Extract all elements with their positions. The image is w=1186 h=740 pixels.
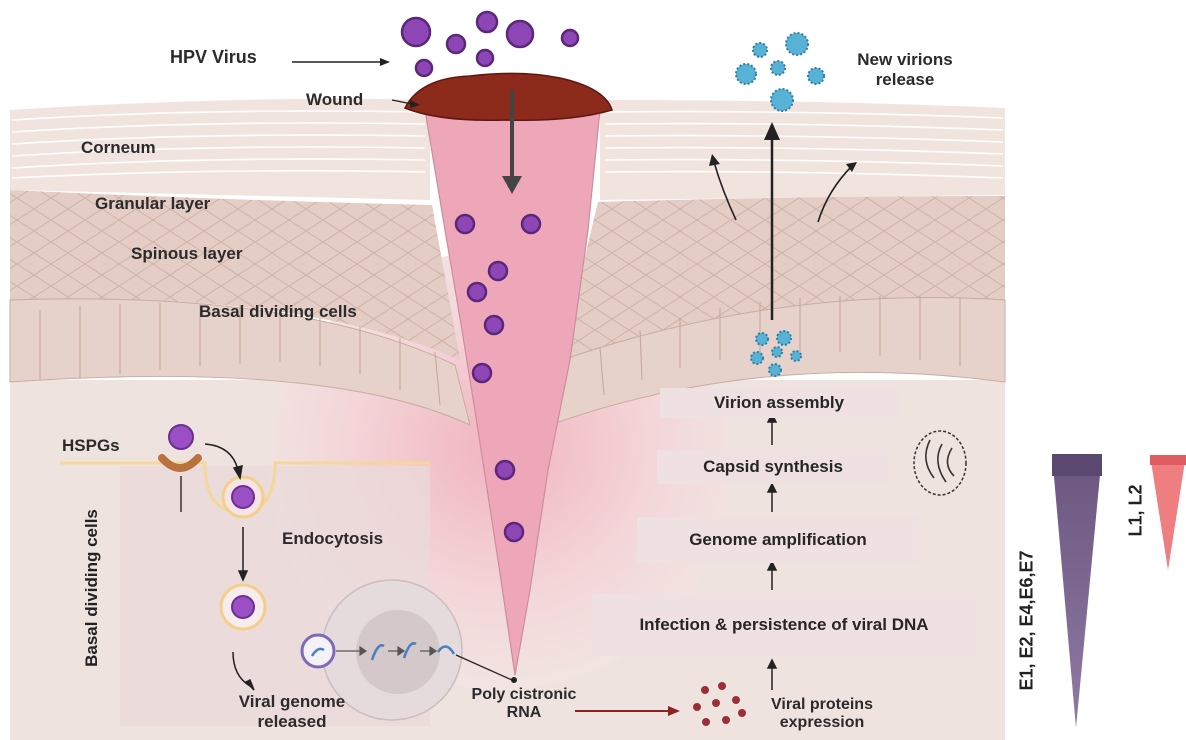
early-gene-cap (1052, 454, 1102, 476)
spinous-layer-label: Spinous layer (131, 244, 242, 264)
wound-label: Wound (306, 90, 363, 110)
hpv-virus-label: HPV Virus (170, 47, 257, 68)
uncoating-vesicle (302, 635, 334, 667)
late-gene-triangle (1150, 455, 1186, 570)
incoming-virus-cluster (402, 12, 578, 76)
basal-dividing-cells-label: Basal dividing cells (199, 302, 357, 322)
hspgs-label: HSPGs (62, 436, 120, 456)
step-genome-amplification: Genome amplification (637, 517, 919, 563)
poly-cistronic-rna-label: Poly cistronic RNA (464, 686, 584, 723)
corneum-layer-right (600, 100, 1005, 200)
corneum-label: Corneum (81, 138, 156, 158)
corneum-layer (10, 99, 430, 200)
step-capsid-synthesis: Capsid synthesis (657, 450, 889, 484)
step-infection-persistence: Infection & persistence of viral DNA (592, 594, 976, 656)
rna-pointer-dot (511, 677, 517, 683)
late-gene-cap (1150, 455, 1186, 465)
new-virions (736, 33, 824, 111)
virus-particle (232, 486, 254, 508)
early-gene-triangle (1052, 454, 1102, 728)
granular-layer-label: Granular layer (95, 194, 210, 214)
late-genes-label: L1, L2 (1126, 471, 1147, 551)
early-genes-label: E1, E2, E4,E6,E7 (1017, 526, 1038, 716)
virus-particle (169, 425, 193, 449)
virus-particle (232, 596, 254, 618)
viral-proteins-expression-label: Viral proteins expression (752, 696, 892, 733)
wound-scab (405, 73, 612, 120)
basal-dividing-cells-vertical-label: Basal dividing cells (82, 508, 102, 668)
new-virions-release-label: New virions release (835, 50, 975, 89)
endocytosis-label: Endocytosis (282, 529, 383, 549)
step-virion-assembly: Virion assembly (660, 388, 898, 418)
viral-genome-released-label: Viral genome released (217, 692, 367, 731)
hpv-arrowhead (380, 58, 390, 66)
